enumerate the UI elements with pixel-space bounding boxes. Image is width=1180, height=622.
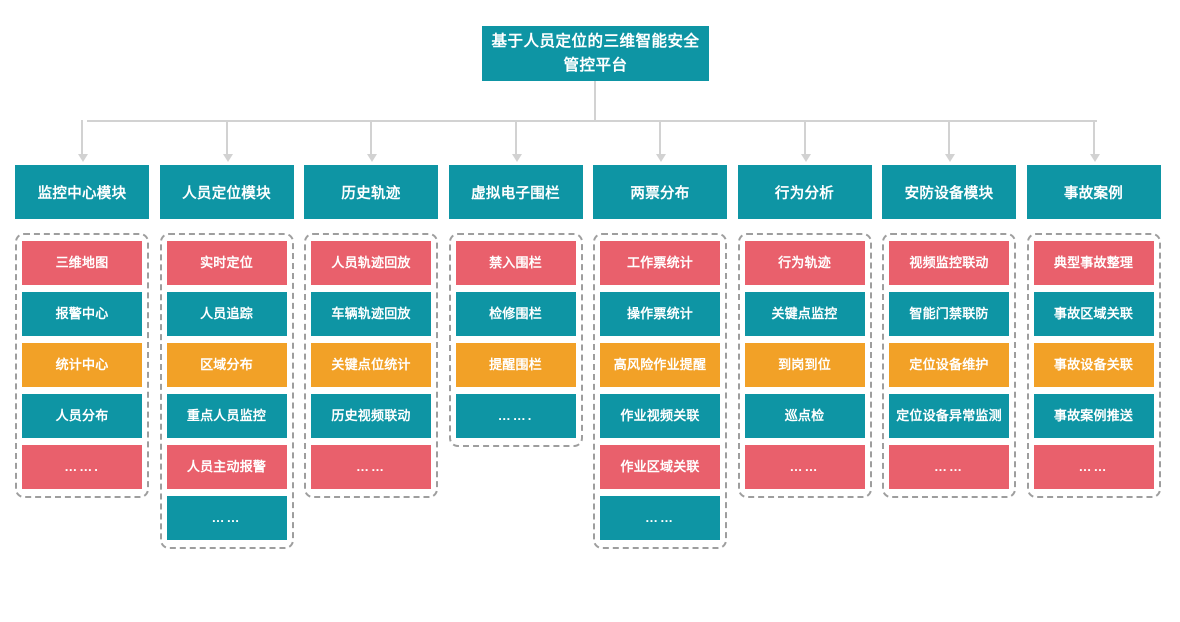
module-item[interactable]: 人员分布 xyxy=(22,394,142,438)
connector-arrow-3 xyxy=(367,154,377,162)
module-item[interactable]: 禁入围栏 xyxy=(455,241,576,285)
module-item[interactable]: 定位设备异常监测 xyxy=(889,394,1009,438)
module-header[interactable]: 行为分析 xyxy=(737,165,872,219)
module-header[interactable]: 安防设备模块 xyxy=(882,165,1016,219)
connector-drop-8 xyxy=(1092,120,1095,158)
module-item[interactable]: 行为轨迹 xyxy=(744,241,865,285)
connector-drop-1 xyxy=(81,120,83,158)
module-item-group: 人员轨迹回放车辆轨迹回放关键点位统计历史视频联动 …… xyxy=(304,233,438,498)
connector-arrow-7 xyxy=(945,154,955,162)
connector-drop-7 xyxy=(948,120,950,158)
module-header[interactable]: 虚拟电子围栏 xyxy=(448,165,583,219)
module-header[interactable]: 监控中心模块 xyxy=(15,165,149,219)
module-item[interactable]: 高风险作业提醒 xyxy=(600,343,720,387)
module-item[interactable]: 事故案例推送 xyxy=(1033,394,1154,438)
module-item[interactable]: 事故区域关联 xyxy=(1033,292,1154,336)
module-item[interactable]: 事故设备关联 xyxy=(1033,343,1154,387)
module-column: 两票分布工作票统计操作票统计高风险作业提醒作业视频关联作业区域关联 …… xyxy=(593,165,727,549)
module-header[interactable]: 历史轨迹 xyxy=(304,165,438,219)
module-item[interactable]: 统计中心 xyxy=(22,343,142,387)
module-item[interactable]: 提醒围栏 xyxy=(455,343,576,387)
module-column: 行为分析行为轨迹关键点监控到岗到位巡点检 …… xyxy=(737,165,872,498)
module-item-ellipsis[interactable]: …… xyxy=(600,496,720,540)
module-item-group: 工作票统计操作票统计高风险作业提醒作业视频关联作业区域关联 …… xyxy=(593,233,727,549)
module-item-ellipsis[interactable]: …… xyxy=(744,445,865,489)
module-item-group: 视频监控联动智能门禁联防定位设备维护定位设备异常监测 …… xyxy=(882,233,1016,498)
connector-arrow-5 xyxy=(656,154,666,162)
connector-drop-2 xyxy=(225,120,228,158)
module-column: 人员定位模块实时定位人员追踪区域分布重点人员监控人员主动报警 …… xyxy=(159,165,294,549)
connector-root-vertical xyxy=(594,81,596,121)
connector-arrow-2 xyxy=(222,154,233,162)
connector-drop-6 xyxy=(803,120,806,158)
connector-drop-3 xyxy=(370,120,372,158)
module-item-ellipsis[interactable]: ……. xyxy=(455,394,576,438)
root-node-title: 基于人员定位的三维智能安全管控平台 xyxy=(482,26,709,81)
module-item[interactable]: 人员主动报警 xyxy=(166,445,287,489)
module-item-group: 典型事故整理事故区域关联事故设备关联事故案例推送 …… xyxy=(1026,233,1161,498)
module-column: 事故案例典型事故整理事故区域关联事故设备关联事故案例推送 …… xyxy=(1026,165,1161,498)
module-item-ellipsis[interactable]: …… xyxy=(889,445,1009,489)
module-item-ellipsis[interactable]: ……. xyxy=(22,445,142,489)
module-column: 监控中心模块三维地图报警中心统计中心人员分布 ……. xyxy=(15,165,149,498)
module-item-group: 三维地图报警中心统计中心人员分布 ……. xyxy=(15,233,149,498)
connector-arrow-8 xyxy=(1089,154,1100,162)
module-item[interactable]: 关键点位统计 xyxy=(311,343,431,387)
module-column: 历史轨迹人员轨迹回放车辆轨迹回放关键点位统计历史视频联动 …… xyxy=(304,165,438,498)
module-item[interactable]: 智能门禁联防 xyxy=(889,292,1009,336)
module-item[interactable]: 关键点监控 xyxy=(744,292,865,336)
module-item[interactable]: 作业视频关联 xyxy=(600,394,720,438)
module-item[interactable]: 人员轨迹回放 xyxy=(311,241,431,285)
connector-arrow-6 xyxy=(800,154,811,162)
module-item[interactable]: 典型事故整理 xyxy=(1033,241,1154,285)
module-item[interactable]: 实时定位 xyxy=(166,241,287,285)
module-item[interactable]: 工作票统计 xyxy=(600,241,720,285)
module-column: 虚拟电子围栏禁入围栏检修围栏提醒围栏 ……. xyxy=(448,165,583,447)
module-item[interactable]: 检修围栏 xyxy=(455,292,576,336)
module-item[interactable]: 视频监控联动 xyxy=(889,241,1009,285)
module-header[interactable]: 两票分布 xyxy=(593,165,727,219)
connector-drop-5 xyxy=(659,120,661,158)
module-item[interactable]: 车辆轨迹回放 xyxy=(311,292,431,336)
module-header[interactable]: 人员定位模块 xyxy=(159,165,294,219)
module-item[interactable]: 区域分布 xyxy=(166,343,287,387)
module-item[interactable]: 历史视频联动 xyxy=(311,394,431,438)
module-item[interactable]: 定位设备维护 xyxy=(889,343,1009,387)
module-item[interactable]: 作业区域关联 xyxy=(600,445,720,489)
module-item-group: 行为轨迹关键点监控到岗到位巡点检 …… xyxy=(737,233,872,498)
module-item-ellipsis[interactable]: …… xyxy=(1033,445,1154,489)
connector-horizontal-bus xyxy=(87,120,1097,122)
module-item[interactable]: 三维地图 xyxy=(22,241,142,285)
connector-arrow-4 xyxy=(511,154,522,162)
module-item[interactable]: 人员追踪 xyxy=(166,292,287,336)
module-item-ellipsis[interactable]: …… xyxy=(166,496,287,540)
module-item-group: 实时定位人员追踪区域分布重点人员监控人员主动报警 …… xyxy=(159,233,294,549)
module-column: 安防设备模块视频监控联动智能门禁联防定位设备维护定位设备异常监测 …… xyxy=(882,165,1016,498)
connector-arrow-1 xyxy=(78,154,88,162)
connector-drop-4 xyxy=(514,120,517,158)
module-item[interactable]: 巡点检 xyxy=(744,394,865,438)
module-item[interactable]: 操作票统计 xyxy=(600,292,720,336)
module-item[interactable]: 到岗到位 xyxy=(744,343,865,387)
module-item[interactable]: 重点人员监控 xyxy=(166,394,287,438)
module-header[interactable]: 事故案例 xyxy=(1026,165,1161,219)
module-item-ellipsis[interactable]: …… xyxy=(311,445,431,489)
module-item[interactable]: 报警中心 xyxy=(22,292,142,336)
module-item-group: 禁入围栏检修围栏提醒围栏 ……. xyxy=(448,233,583,447)
